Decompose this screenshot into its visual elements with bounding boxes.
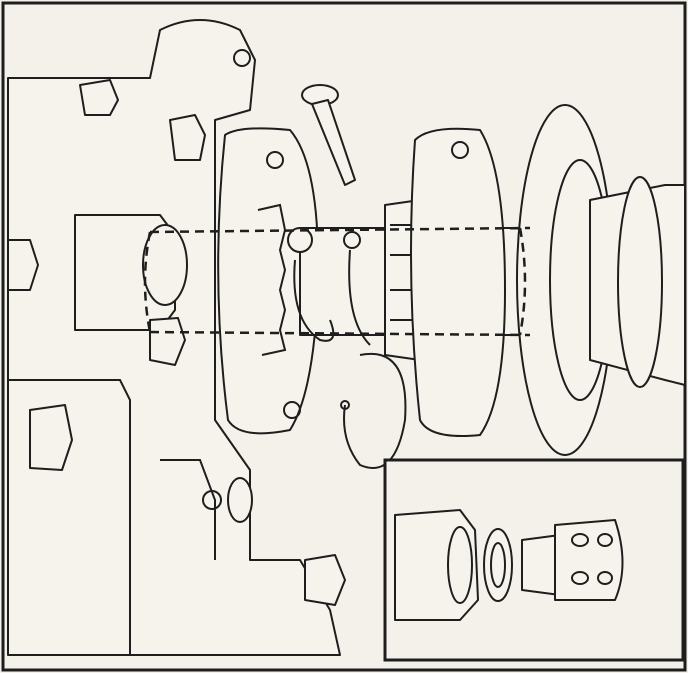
inset-detail [383,458,685,662]
clevis-pin [301,84,356,186]
retainer-plate [217,127,320,435]
circlip [340,352,407,469]
hub-flange [516,104,686,456]
flange-plate [410,127,506,437]
bolts [7,79,346,606]
